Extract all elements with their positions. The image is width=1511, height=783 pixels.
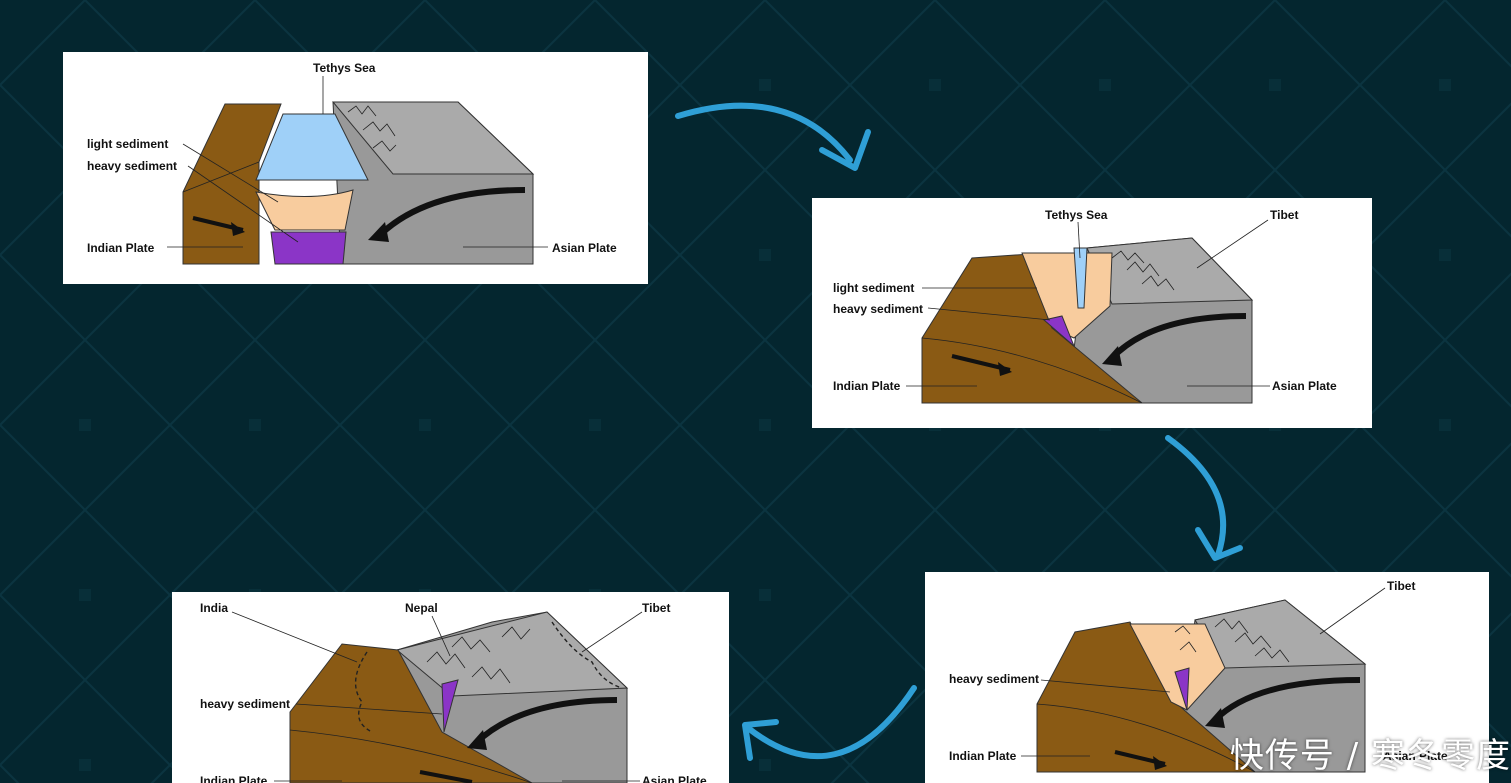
label-heavy-sediment: heavy sediment	[200, 697, 290, 711]
stage-3-diagram: Tibet heavy sediment Indian Plate Asian …	[949, 579, 1448, 773]
label-india: India	[200, 601, 228, 615]
label-heavy-sediment: heavy sediment	[87, 159, 177, 173]
label-tethys-sea: Tethys Sea	[1045, 208, 1108, 222]
label-asian-plate: Asian Plate	[1383, 749, 1448, 763]
label-indian-plate: Indian Plate	[949, 749, 1017, 763]
stage-4-diagram: India Nepal Tibet heavy sediment Indian …	[200, 601, 707, 783]
label-light-sediment: light sediment	[87, 137, 168, 151]
label-asian-plate: Asian Plate	[1272, 379, 1337, 393]
label-heavy-sediment: heavy sediment	[833, 302, 923, 316]
label-indian-plate: Indian Plate	[87, 241, 155, 255]
label-indian-plate: Indian Plate	[200, 774, 268, 783]
stage-2-diagram: Tethys Sea Tibet light sediment heavy se…	[833, 208, 1337, 404]
label-tibet: Tibet	[642, 601, 670, 615]
label-indian-plate: Indian Plate	[833, 379, 901, 393]
label-light-sediment: light sediment	[833, 281, 914, 295]
label-asian-plate: Asian Plate	[552, 241, 617, 255]
stage-3-panel: Tibet heavy sediment Indian Plate Asian …	[925, 572, 1489, 783]
label-tibet: Tibet	[1387, 579, 1415, 593]
label-heavy-sediment: heavy sediment	[949, 672, 1039, 686]
label-nepal: Nepal	[405, 601, 438, 615]
label-tethys-sea: Tethys Sea	[313, 61, 376, 75]
stage-2-panel: Tethys Sea Tibet light sediment heavy se…	[812, 198, 1372, 428]
label-asian-plate: Asian Plate	[642, 774, 707, 783]
stage-1-panel: Tethys Sea light sediment heavy sediment…	[63, 52, 648, 284]
stage-1-diagram: Tethys Sea light sediment heavy sediment…	[87, 61, 617, 265]
label-tibet: Tibet	[1270, 208, 1298, 222]
watermark-text: 快传号 / 寒冬零度	[1229, 736, 1511, 776]
stage-4-panel: India Nepal Tibet heavy sediment Indian …	[172, 592, 729, 783]
